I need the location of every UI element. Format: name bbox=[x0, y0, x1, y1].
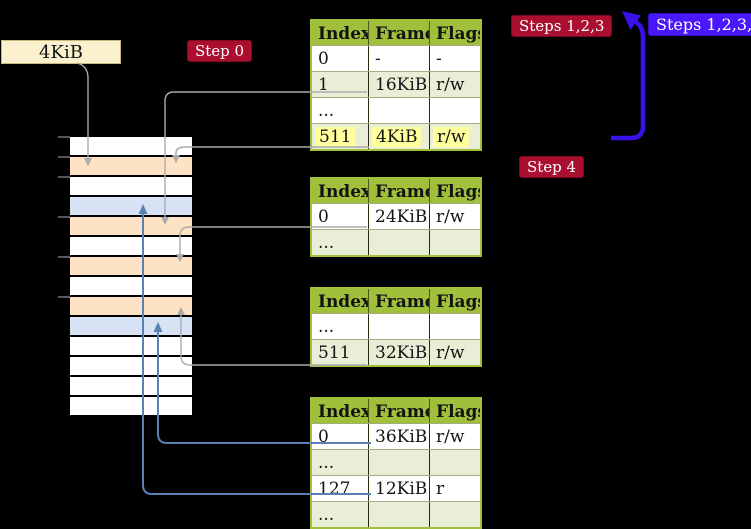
badge-steps-123: Steps 1,2,3 bbox=[511, 15, 613, 37]
highlighted-cell-text: 511 bbox=[315, 127, 356, 147]
table-cell: 511 bbox=[312, 124, 368, 149]
table-cell: 127 bbox=[318, 479, 351, 499]
table-header-cell: Index bbox=[318, 181, 368, 202]
table-cell: 16KiB bbox=[368, 72, 429, 97]
table-header-cell: Flags bbox=[429, 399, 480, 423]
table-cell: ... bbox=[318, 233, 335, 253]
memory-frame-row-12 bbox=[70, 377, 192, 395]
table-cell: 36KiB bbox=[368, 424, 429, 449]
table-row: ... bbox=[312, 313, 480, 339]
highlighted-cell-text: r/w bbox=[433, 127, 470, 147]
table-header-cell: Flags bbox=[429, 21, 480, 45]
table-header-cell: Flags bbox=[429, 179, 480, 203]
table-cell: 4KiB bbox=[368, 124, 429, 149]
memory-frame-row-9 bbox=[70, 317, 192, 335]
table-header-row: IndexFrameFlags bbox=[312, 399, 480, 423]
table-cell: 0 bbox=[318, 427, 329, 447]
table-cell bbox=[368, 230, 429, 255]
table-cell: r/w bbox=[429, 72, 480, 97]
table-header-cell: Index bbox=[318, 291, 368, 312]
memory-frame-row-1 bbox=[70, 157, 192, 175]
table-cell: r/w bbox=[429, 340, 480, 365]
table-row: 511 4KiB r/w bbox=[312, 123, 480, 149]
table-cell bbox=[429, 502, 480, 527]
memory-frame-row-13 bbox=[70, 397, 192, 415]
table-header-cell: Flags bbox=[429, 289, 480, 313]
table-row: ... bbox=[312, 449, 480, 475]
table-cell bbox=[429, 450, 480, 475]
table-cell: ... bbox=[318, 505, 335, 525]
badge-step-0: Step 0 bbox=[187, 40, 253, 62]
memory-frame-row-7 bbox=[70, 277, 192, 295]
table-cell: ... bbox=[318, 453, 335, 473]
table-cell bbox=[429, 230, 480, 255]
table-header-cell: Frame bbox=[368, 179, 429, 203]
table-cell: r/w bbox=[429, 424, 480, 449]
table-cell: - bbox=[429, 46, 480, 71]
table-row: ... bbox=[312, 229, 480, 255]
table-cell bbox=[368, 502, 429, 527]
table-row: 0 -- bbox=[312, 45, 480, 71]
memory-frame-row-10 bbox=[70, 337, 192, 355]
table-cell: 12KiB bbox=[368, 476, 429, 501]
memory-frame-row-2 bbox=[70, 177, 192, 195]
memory-column bbox=[70, 137, 192, 417]
address-tick-marks bbox=[58, 136, 70, 298]
table-cell bbox=[368, 450, 429, 475]
table-header-cell: Index bbox=[318, 401, 368, 422]
page-table-level3: IndexFrameFlags 0 24KiBr/w... bbox=[310, 177, 482, 257]
memory-frame-row-5 bbox=[70, 237, 192, 255]
table-cell: 24KiB bbox=[368, 204, 429, 229]
memory-address-label-text: 4KiB bbox=[39, 41, 83, 63]
memory-frame-row-4 bbox=[70, 217, 192, 235]
badge-step-4: Step 4 bbox=[519, 156, 585, 178]
memory-frame-row-11 bbox=[70, 357, 192, 375]
table-header-cell: Frame bbox=[368, 289, 429, 313]
memory-address-label: 4KiB bbox=[1, 40, 121, 64]
arrow-steps-loop-head bbox=[622, 11, 641, 30]
table-cell bbox=[368, 314, 429, 339]
table-cell: 1 bbox=[318, 75, 329, 95]
table-header-cell: Index bbox=[318, 23, 368, 44]
highlighted-cell-text: 4KiB bbox=[372, 127, 422, 147]
table-cell: 511 bbox=[318, 343, 351, 363]
table-cell: r/w bbox=[429, 124, 480, 149]
table-cell: r/w bbox=[429, 204, 480, 229]
table-header-row: IndexFrameFlags bbox=[312, 21, 480, 45]
arrow-steps-loop bbox=[611, 11, 646, 141]
table-row: ... bbox=[312, 97, 480, 123]
table-header-cell: Frame bbox=[368, 399, 429, 423]
table-cell: - bbox=[368, 46, 429, 71]
table-cell: ... bbox=[318, 101, 335, 121]
memory-frame-row-3 bbox=[70, 197, 192, 215]
table-cell: r bbox=[429, 476, 480, 501]
table-cell bbox=[429, 98, 480, 123]
memory-frame-row-6 bbox=[70, 257, 192, 275]
table-row: ... bbox=[312, 501, 480, 527]
memory-frame-row-0 bbox=[70, 137, 192, 155]
table-cell bbox=[368, 98, 429, 123]
memory-frame-row-8 bbox=[70, 297, 192, 315]
badge-steps-1234: Steps 1,2,3,4 bbox=[648, 13, 751, 36]
table-cell: 0 bbox=[318, 207, 329, 227]
table-cell: ... bbox=[318, 317, 335, 337]
table-header-cell: Frame bbox=[368, 21, 429, 45]
table-header-row: IndexFrameFlags bbox=[312, 289, 480, 313]
table-cell bbox=[429, 314, 480, 339]
table-header-row: IndexFrameFlags bbox=[312, 179, 480, 203]
table-cell: 0 bbox=[318, 49, 329, 69]
table-cell: 32KiB bbox=[368, 340, 429, 365]
